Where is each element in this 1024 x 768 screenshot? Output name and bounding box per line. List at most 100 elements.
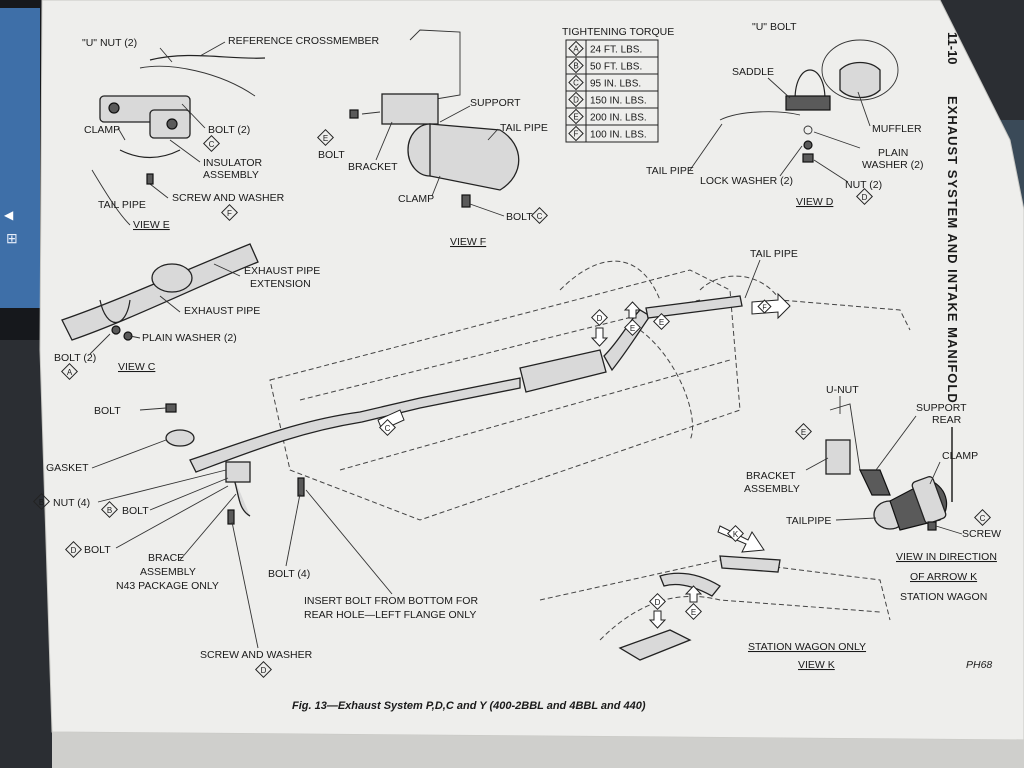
callout-f: F: [751, 292, 791, 320]
svg-text:D: D: [655, 598, 661, 607]
view-d-tail-pipe-label: TAIL PIPE: [646, 165, 694, 177]
view-k-direction-2: OF ARROW K: [910, 571, 977, 583]
view-k-screw-key-diamond: C: [974, 509, 991, 526]
view-e-insulator-label: INSULATOR: [203, 157, 263, 169]
wagon-frame: [539, 559, 891, 621]
lock-washer-part: [803, 140, 813, 150]
tail-pipe-line: [91, 169, 131, 226]
view-f-title: VIEW F: [450, 236, 486, 248]
callout-e-2: E: [653, 313, 670, 330]
leader: [159, 47, 173, 63]
insulator-hole-2: [166, 118, 178, 130]
svg-text:D: D: [862, 193, 868, 202]
view-e-tail-pipe-label: TAIL PIPE: [98, 199, 146, 211]
view-e-title: VIEW E: [133, 219, 170, 231]
torque-value: 95 IN. LBS.: [590, 79, 641, 90]
u-bolt-part: [794, 69, 826, 101]
view-e-bolt-label: BOLT (2): [208, 124, 250, 136]
torque-key-diamond: [568, 57, 584, 74]
callout-e: E: [623, 301, 642, 336]
view-f: SUPPORT TAIL PIPE E BOLT BRACKET CLAMP B…: [317, 29, 548, 248]
leader: [285, 493, 301, 567]
leader: [929, 461, 941, 485]
main-gasket-label: GASKET: [46, 462, 89, 474]
main-brace-package-label: N43 PACKAGE ONLY: [116, 580, 219, 592]
torque-key-diamond: [568, 108, 584, 125]
main-nut-label: NUT (4): [53, 497, 90, 509]
pipe-flange: [151, 263, 193, 293]
screen-arrow-icon: ◀: [4, 208, 14, 222]
svg-text:F: F: [762, 305, 766, 312]
torque-table-row: B 50 FT. LBS.: [566, 56, 658, 74]
view-k-rear-label: REAR: [932, 414, 962, 426]
leader: [439, 105, 471, 123]
view-k-screw-label: SCREW: [962, 528, 1001, 540]
leader: [305, 489, 393, 595]
wagon-arch: [599, 595, 881, 641]
main-brace-label: BRACE: [148, 552, 184, 564]
view-c-plain-washer-label: PLAIN WASHER (2): [142, 332, 237, 344]
view-d-nut-label: NUT (2): [845, 179, 882, 191]
leader: [159, 295, 181, 313]
crossmember-line: [149, 54, 266, 61]
leader: [149, 477, 229, 511]
view-d-washer-label: WASHER (2): [862, 159, 923, 171]
tail-pipe-part: [429, 123, 520, 191]
main-nut-key-diamond: B: [33, 493, 50, 510]
torque-table-row: D 150 IN. LBS.: [566, 90, 658, 108]
main-bolt-d-label: BOLT: [84, 544, 111, 556]
svg-text:D: D: [597, 314, 603, 323]
leader: [179, 493, 237, 561]
torque-value: 50 FT. LBS.: [590, 62, 642, 73]
view-c-exhaust-pipe-2-label: EXHAUST PIPE: [184, 305, 260, 317]
leader: [857, 91, 871, 127]
view-k-bracket-key-diamond: E: [795, 423, 812, 440]
main-screw-key-diamond: D: [255, 661, 272, 678]
callout-d: D: [590, 309, 609, 347]
muffler-body: [519, 349, 607, 393]
view-f-clamp-label: CLAMP: [398, 193, 434, 205]
view-arrow-k: U-NUT SUPPORT REAR E CLAMP BRACKET ASSEM…: [744, 384, 1001, 603]
view-d-plain-label: PLAIN: [878, 147, 908, 159]
bracket-part: [381, 93, 439, 125]
svg-text:D: D: [261, 666, 267, 675]
leader: [117, 127, 126, 141]
frame-outline: [269, 269, 741, 521]
svg-text:E: E: [323, 134, 328, 143]
bolt-top-part: [165, 403, 177, 413]
leader: [169, 139, 201, 163]
wagon-pipe-rear: [719, 555, 781, 573]
svg-text:A: A: [67, 368, 73, 377]
view-e-bolt-key-diamond: C: [203, 135, 220, 152]
view-f-bolt-label: BOLT: [318, 149, 345, 161]
view-f-support-label: SUPPORT: [470, 97, 521, 109]
view-e-crossmember-label: REFERENCE CROSSMEMBER: [228, 35, 380, 47]
torque-table-title: TIGHTENING TORQUE: [562, 26, 674, 38]
leader: [97, 469, 227, 503]
view-e-clamp-label: CLAMP: [84, 124, 120, 136]
leader: [89, 333, 111, 355]
muffler-pipe: [839, 61, 881, 99]
tail-pipe-outline: [719, 111, 801, 121]
torque-key-diamond: [568, 91, 584, 108]
leader: [181, 103, 206, 129]
torque-value: 200 IN. LBS.: [590, 113, 647, 124]
svg-text:C: C: [209, 140, 215, 149]
view-f-bolt-bottom-label: BOLT: [506, 211, 533, 223]
washer-part: [803, 125, 813, 135]
leader: [835, 517, 877, 521]
torque-value: 150 IN. LBS.: [590, 96, 647, 107]
torque-key: D: [573, 96, 579, 105]
view-k-clamp-label: CLAMP: [942, 450, 978, 462]
main-brace-assembly-label: ASSEMBLY: [140, 566, 196, 578]
svg-text:D: D: [71, 546, 77, 555]
leader: [91, 439, 167, 469]
support-rear-part: [859, 469, 891, 496]
torque-key: B: [573, 62, 578, 71]
main-bolt-d-key-diamond: D: [65, 541, 82, 558]
insulator-hole: [108, 102, 120, 114]
